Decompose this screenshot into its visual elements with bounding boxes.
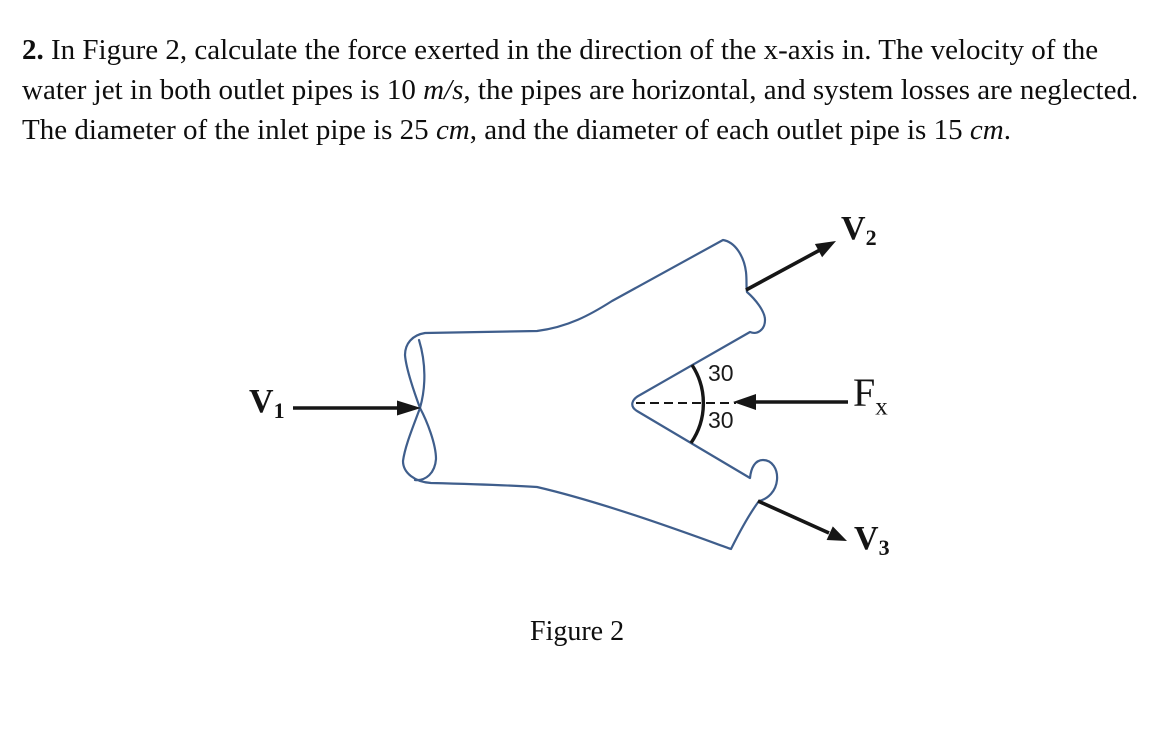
v1-label: V1	[249, 385, 285, 422]
v1-subscript: 1	[273, 397, 285, 423]
angle-upper-label: 30	[708, 360, 734, 386]
text-segment: The diameter of the inlet pipe is 25	[22, 114, 436, 146]
problem-line-3: The diameter of the inlet pipe is 25 cm,…	[22, 110, 1142, 150]
text-segment: cm	[435, 114, 470, 146]
angle-arc	[689, 364, 706, 444]
fx-arrow-head	[733, 394, 756, 410]
text-segment: , the pipes are horizontal, and system l…	[463, 74, 1139, 106]
figure-caption: Figure 2	[530, 616, 625, 647]
v1-arrow	[293, 400, 421, 416]
problem-line-2: water jet in both outlet pipes is 10 m/s…	[22, 70, 1142, 110]
v2-symbol: V	[841, 210, 866, 247]
v3-label: V3	[854, 522, 890, 559]
fx-arrow	[733, 394, 848, 410]
v2-arrow-head	[814, 241, 836, 258]
text-segment: , and the diameter of each outlet pipe i…	[469, 114, 970, 146]
v2-arrow-shaft	[745, 248, 820, 292]
v3-arrow-head	[826, 526, 847, 541]
text-segment: 2.	[22, 34, 44, 66]
text-segment: .	[1003, 114, 1011, 146]
v3-arrow	[757, 499, 847, 541]
text-segment: cm	[969, 114, 1004, 146]
v1-arrow-head	[397, 400, 421, 416]
problem-line-1: 2. In Figure 2, calculate the force exer…	[22, 30, 1142, 70]
fx-label: Fx	[853, 370, 888, 421]
text-segment: In Figure 2, calculate the force exerted…	[43, 34, 1099, 66]
v3-symbol: V	[854, 520, 879, 557]
text-segment: water jet in both outlet pipes is 10	[22, 74, 424, 106]
pipe-outline	[401, 238, 779, 551]
v2-arrow	[745, 241, 836, 292]
fx-subscript: x	[875, 393, 888, 421]
angle-lower-label: 30	[708, 407, 734, 433]
v2-subscript: 2	[865, 224, 877, 250]
problem-statement: 2. In Figure 2, calculate the force exer…	[22, 30, 1142, 150]
v1-symbol: V	[249, 383, 274, 420]
inlet-end-fold	[413, 338, 438, 482]
v2-label: V2	[841, 212, 877, 249]
v3-subscript: 3	[878, 534, 890, 560]
text-segment: m/s	[423, 74, 464, 106]
fx-symbol: F	[853, 370, 876, 415]
v3-arrow-shaft	[757, 499, 830, 535]
